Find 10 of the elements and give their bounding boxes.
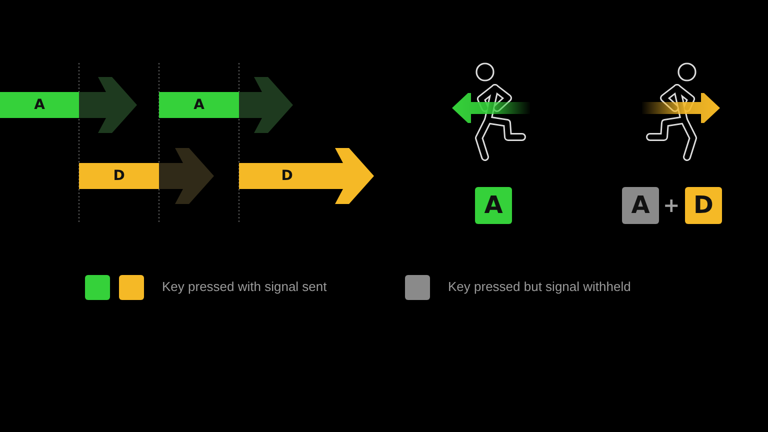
key-cap: A bbox=[475, 187, 512, 224]
key-letter: D bbox=[280, 167, 294, 186]
key-letter: A bbox=[33, 96, 46, 115]
key-cap: A bbox=[622, 187, 659, 224]
plus-sign: + bbox=[663, 193, 679, 217]
key-letter: A bbox=[192, 96, 206, 115]
key-cap: D bbox=[685, 187, 722, 224]
legend-text: Key pressed with signal sent bbox=[162, 279, 327, 295]
key-letter: D bbox=[112, 167, 126, 186]
legend-text: Key pressed but signal withheld bbox=[448, 279, 631, 295]
